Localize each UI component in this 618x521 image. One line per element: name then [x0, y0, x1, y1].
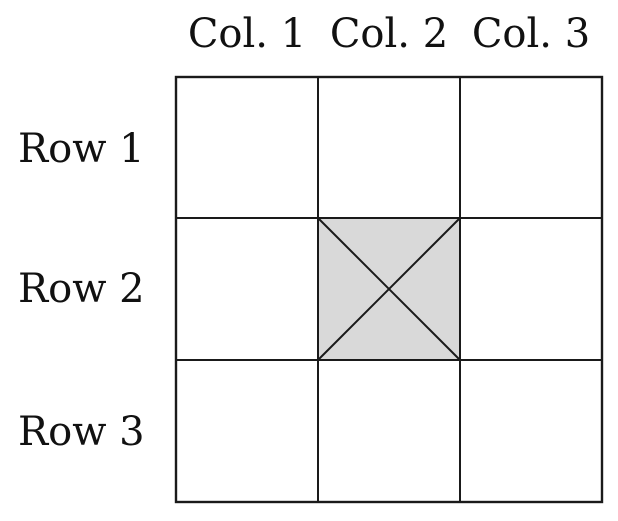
grid-border — [174, 75, 604, 504]
cross-diagonal-2 — [317, 217, 461, 361]
row-label-1: Row 1 — [18, 126, 145, 172]
column-label-2: Col. 2 — [329, 11, 449, 57]
row-label-3: Row 3 — [18, 409, 145, 455]
column-label-3: Col. 3 — [471, 11, 591, 57]
column-label-1: Col. 1 — [187, 11, 307, 57]
row-label-2: Row 2 — [18, 266, 145, 312]
